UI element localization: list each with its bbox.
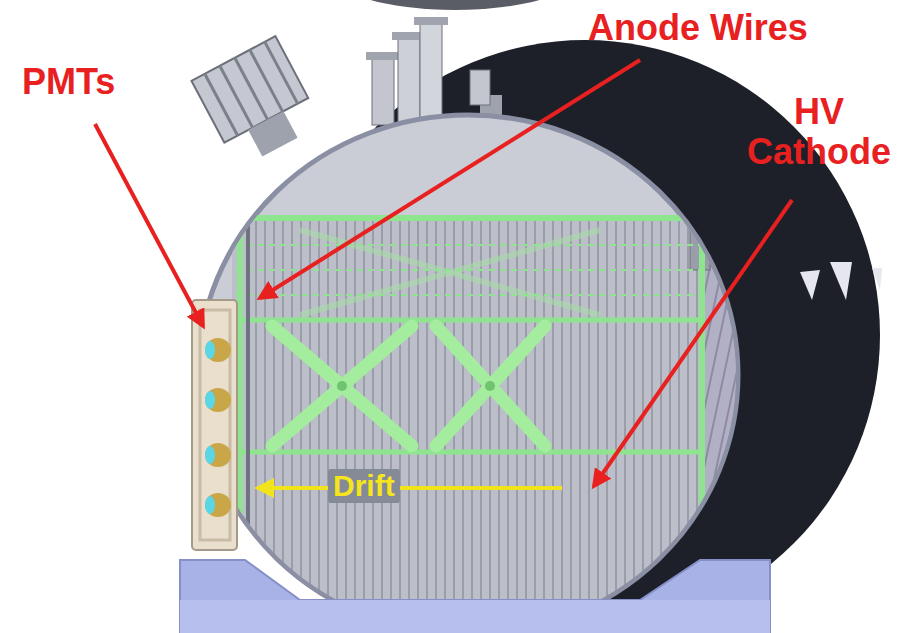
part-label: HV Cathode — [728, 92, 910, 173]
drift-label: Drift — [328, 469, 400, 503]
leader-arrow — [95, 124, 203, 326]
decal — [830, 262, 852, 300]
drift-arrow — [258, 486, 562, 490]
part-label: PMTs — [22, 62, 115, 102]
part-label: Anode Wires — [588, 8, 808, 48]
feedthrough-chimney — [191, 36, 322, 169]
tpc — [232, 150, 750, 630]
leader-arrow — [260, 60, 640, 298]
decal — [800, 270, 820, 300]
decal — [872, 268, 882, 290]
top-shape — [330, 0, 580, 10]
cryostat-cutaway — [198, 115, 738, 633]
support-saddles — [180, 560, 770, 633]
pmt-rack — [192, 300, 237, 550]
leader-arrow — [594, 200, 792, 486]
